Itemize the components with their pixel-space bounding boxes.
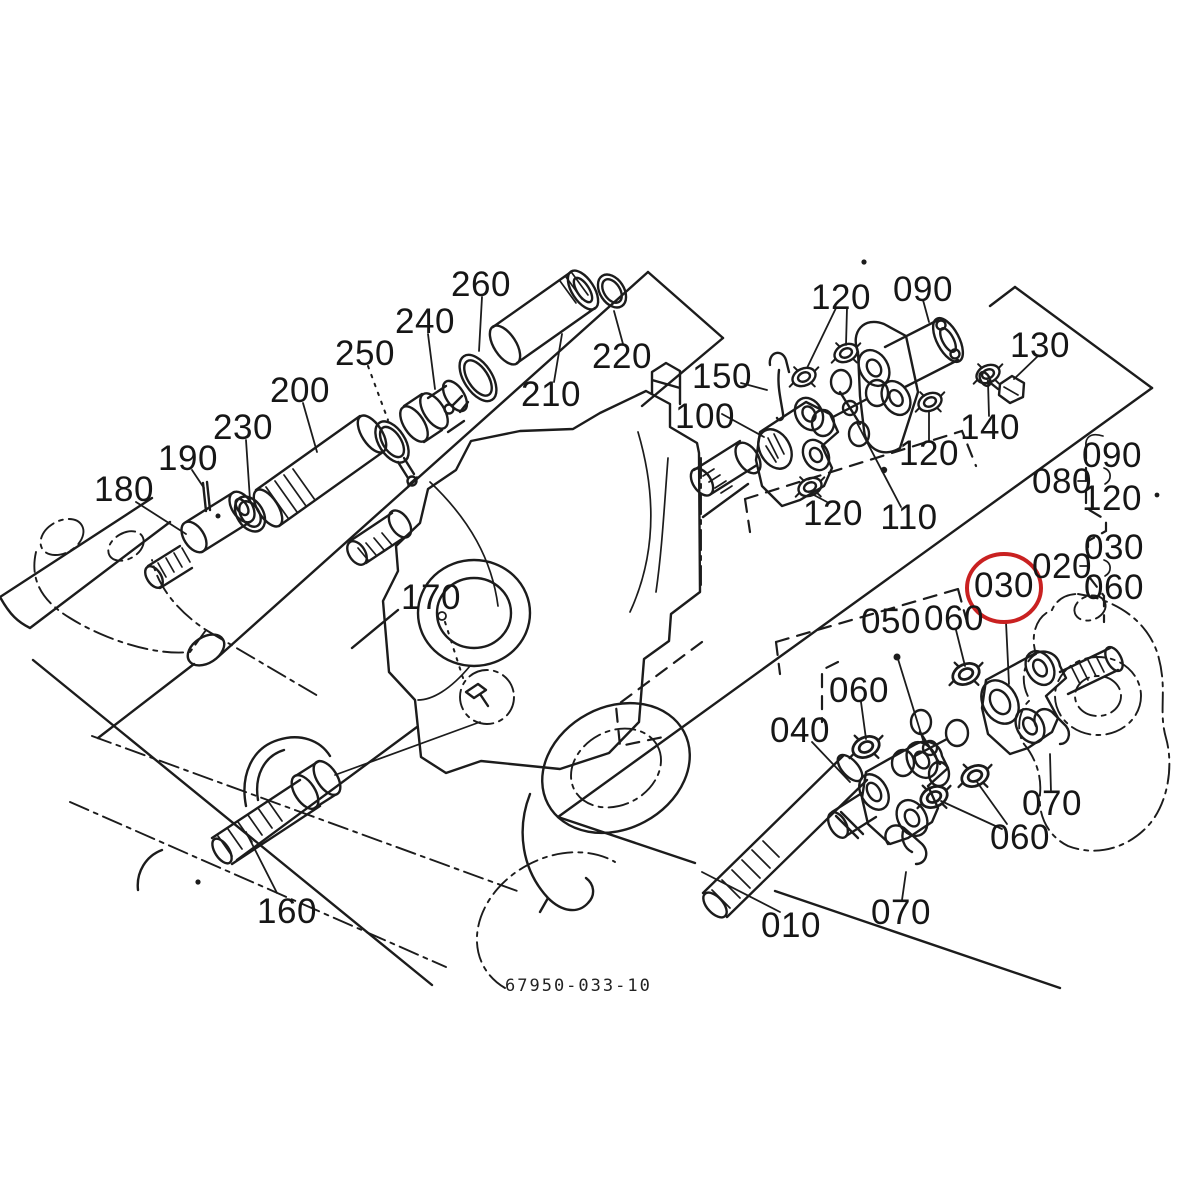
part-label-030-highlighted: 030 bbox=[974, 566, 1034, 605]
part-label-110: 110 bbox=[880, 498, 937, 537]
upper-ujoint-assembly bbox=[689, 316, 1026, 508]
part-label-130: 130 bbox=[1010, 326, 1070, 365]
part-label-060: 060 bbox=[924, 599, 984, 638]
drawing-number: 67950-033-10 bbox=[505, 976, 652, 996]
part-label-180: 180 bbox=[94, 470, 154, 509]
part-clamp-250 bbox=[374, 420, 418, 487]
part-label-020: 020 bbox=[1032, 547, 1092, 586]
part-label-120: 120 bbox=[1082, 479, 1142, 518]
part-label-070: 070 bbox=[1022, 784, 1082, 823]
part-label-200: 200 bbox=[270, 371, 330, 410]
part-label-160: 160 bbox=[257, 892, 317, 931]
part-oring-220 bbox=[596, 273, 628, 309]
part-label-090: 090 bbox=[893, 270, 953, 309]
part-label-120: 120 bbox=[899, 434, 959, 473]
beam-end-hardware bbox=[210, 701, 691, 914]
part-ring-060 bbox=[949, 753, 1001, 799]
part-label-080: 080 bbox=[1032, 462, 1092, 501]
part-label-260: 260 bbox=[451, 265, 511, 304]
part-label-190: 190 bbox=[158, 439, 218, 478]
part-label-010: 010 bbox=[761, 906, 821, 945]
part-yoke-100 bbox=[689, 396, 840, 508]
part-shaft-010 bbox=[701, 753, 869, 919]
transmission-case bbox=[346, 361, 702, 775]
part-yoke-040 bbox=[826, 740, 950, 846]
case-front-stub bbox=[346, 509, 413, 566]
part-label-210: 210 bbox=[521, 375, 581, 414]
part-shaft-160 bbox=[210, 721, 481, 866]
part-label-120: 120 bbox=[803, 494, 863, 533]
part-label-220: 220 bbox=[592, 337, 652, 376]
part-label-120: 120 bbox=[811, 278, 871, 317]
part-kingpin-shaft bbox=[1058, 645, 1124, 696]
part-pin-190 bbox=[201, 480, 212, 513]
leader-lines bbox=[135, 296, 1089, 913]
part-label-140: 140 bbox=[960, 408, 1020, 447]
part-label-040: 040 bbox=[770, 711, 830, 750]
part-shaft-tube-210 bbox=[488, 269, 600, 366]
part-yoke-090 bbox=[854, 316, 965, 454]
part-pin-150 bbox=[768, 351, 791, 422]
part-boot-240 bbox=[399, 379, 469, 444]
lower-ujoint-assembly bbox=[701, 645, 1124, 919]
part-label-240: 240 bbox=[395, 302, 455, 341]
part-label-030: 030 bbox=[1084, 528, 1144, 567]
part-label-070: 070 bbox=[871, 893, 931, 932]
part-small-pin bbox=[834, 810, 865, 840]
highlight-circle bbox=[965, 552, 1043, 624]
part-label-050: 050 bbox=[861, 602, 921, 641]
part-yoke-030 bbox=[980, 649, 1068, 756]
front-axle-support-phantom bbox=[0, 496, 319, 697]
part-label-150: 150 bbox=[692, 357, 752, 396]
part-label-060: 060 bbox=[829, 671, 889, 710]
part-spider-110 bbox=[810, 368, 890, 448]
part-spring-pin-070-bottom bbox=[884, 824, 928, 866]
part-label-060: 060 bbox=[1084, 568, 1144, 607]
part-spring-pin-070-right bbox=[1033, 707, 1071, 746]
part-label-060: 060 bbox=[990, 818, 1050, 857]
dashed-brackets bbox=[614, 429, 1111, 748]
part-label-170: 170 bbox=[401, 578, 461, 617]
part-clamp-260 bbox=[443, 353, 498, 415]
part-ring-120 bbox=[781, 357, 827, 397]
part-label-100: 100 bbox=[675, 397, 735, 436]
part-spider-050 bbox=[890, 708, 970, 788]
part-label-230: 230 bbox=[213, 408, 273, 447]
part-label-250: 250 bbox=[335, 334, 395, 373]
part-label-090: 090 bbox=[1082, 436, 1142, 475]
part-splined-stub bbox=[144, 544, 194, 590]
